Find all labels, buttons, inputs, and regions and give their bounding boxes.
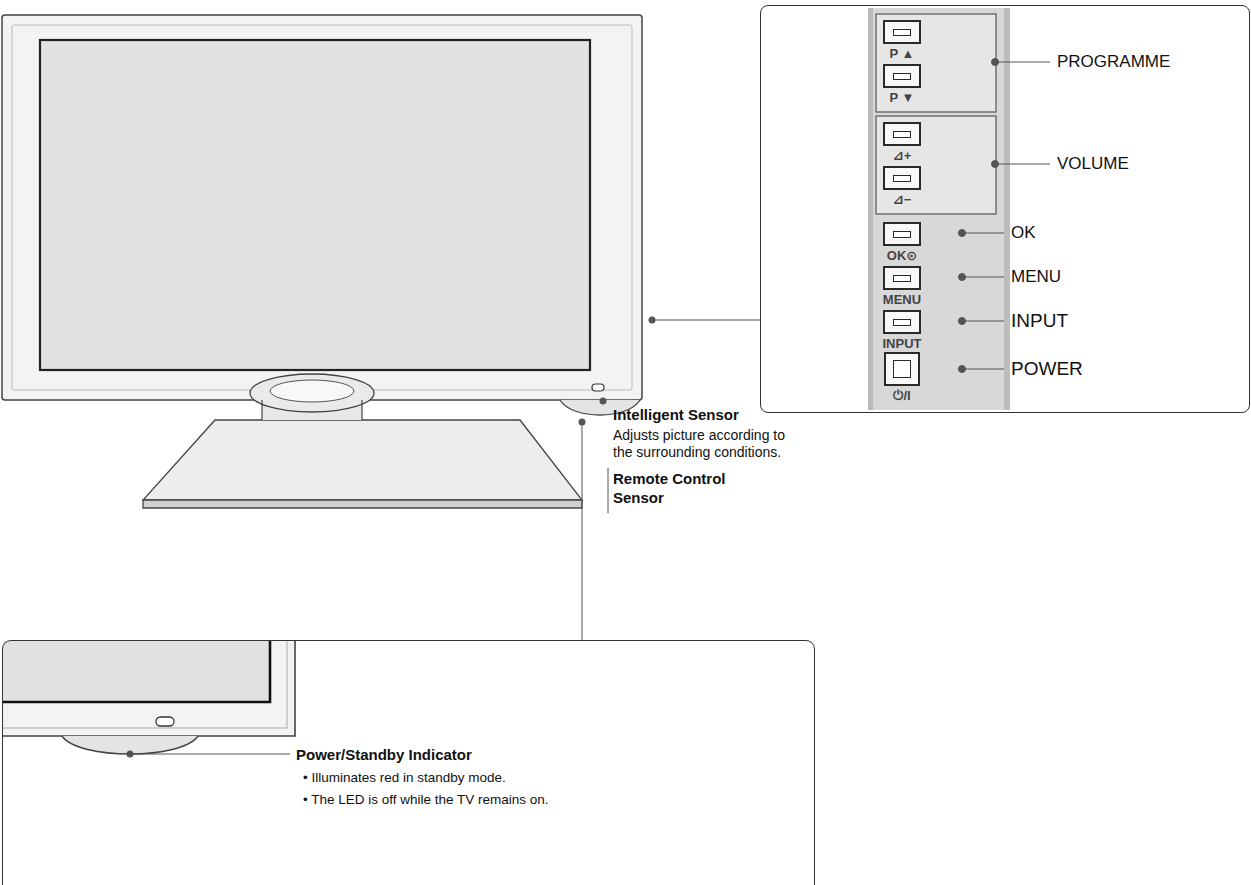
- control-panel: PROGRAMME VOLUME OK MENU INPUT POWER P ▲ P ▼ ⊿+ ⊿…: [760, 5, 1250, 413]
- indicator-heading: Power/Standby Indicator: [296, 746, 472, 763]
- panel-leader-lines: [962, 369, 1004, 370]
- button-face: [883, 310, 921, 334]
- side-control-strip: [1004, 8, 1010, 410]
- sensor-bracket-line: [608, 468, 609, 514]
- sensor-name: Remote Control Sensor: [613, 470, 773, 508]
- side-control-strip: [876, 116, 996, 214]
- push-button: ⏻/I: [872, 352, 932, 403]
- tv-stand-neck: [261, 400, 262, 420]
- tv-screen: [40, 40, 590, 370]
- button-face: [883, 266, 921, 290]
- indicator-callout: Power/Standby Indicator • Illuminates red…: [2, 640, 815, 885]
- button-face: [883, 166, 921, 190]
- tv-bezel: [12, 25, 632, 390]
- button-face: [883, 64, 921, 88]
- button-label: ⏻/I: [893, 389, 910, 403]
- sensor-name: Intelligent Sensor: [613, 406, 813, 425]
- button-face-inset: [893, 29, 911, 36]
- button-face-inset: [893, 175, 911, 182]
- tv-stand-base: [143, 420, 582, 508]
- indicator-note: • Illuminates red in standby mode.: [303, 770, 506, 785]
- push-button: ⊿+: [872, 122, 932, 163]
- leader-lines: [582, 422, 583, 640]
- zoomed-tv-corner: [3, 641, 295, 758]
- function-label: OK: [1011, 223, 1036, 243]
- panel-leader-lines: [962, 233, 1004, 234]
- panel-leader-lines: [962, 321, 1004, 322]
- button-label: MENU: [883, 293, 921, 307]
- function-label: POWER: [1011, 358, 1083, 380]
- tv-stand-neck: [270, 380, 354, 402]
- push-button: OK⊙: [872, 222, 932, 263]
- button-face-inset: [893, 360, 911, 378]
- button-label: ⊿−: [893, 193, 911, 207]
- button-face-inset: [893, 231, 911, 238]
- zoomed-tv-corner: [3, 641, 295, 736]
- sensor-description: Adjusts picture according to the surroun…: [613, 427, 789, 462]
- zoomed-tv-corner: [3, 641, 295, 736]
- tv-stand-neck: [250, 374, 374, 420]
- panel-leader-lines: [995, 62, 1050, 63]
- side-control-strip: [868, 8, 1010, 410]
- button-face: [883, 122, 921, 146]
- panel-leader-lines: [962, 277, 1004, 278]
- side-control-strip: [868, 8, 1010, 410]
- button-face-inset: [893, 275, 911, 282]
- function-label: PROGRAMME: [1057, 52, 1170, 72]
- panel-leader-lines: [995, 164, 1050, 165]
- button-label: P ▼: [890, 91, 915, 105]
- button-face: [883, 222, 921, 246]
- button-face-inset: [893, 131, 911, 138]
- tv-stand-neck: [250, 374, 374, 412]
- button-face-inset: [893, 319, 911, 326]
- button-label: INPUT: [883, 337, 922, 351]
- tv-bezel: [2, 15, 642, 415]
- tv-screen: [40, 40, 590, 370]
- side-control-strip: [876, 14, 996, 112]
- zoomed-tv-corner: [3, 641, 287, 728]
- function-label: VOLUME: [1057, 154, 1129, 174]
- zoomed-tv-corner: [156, 717, 174, 726]
- push-button: MENU: [872, 266, 932, 307]
- push-button: ⊿−: [872, 166, 932, 207]
- tv-stand-base: [143, 420, 582, 500]
- indicator-note: • The LED is off while the TV remains on…: [303, 792, 549, 807]
- zoomed-tv-corner: [3, 641, 270, 702]
- button-label: P ▲: [890, 47, 915, 61]
- sensor-window: [592, 384, 604, 391]
- zoomed-tv-corner: [3, 641, 270, 702]
- tv-stand-base: [143, 500, 582, 508]
- push-button: INPUT: [872, 310, 932, 351]
- zoomed-tv-corner: [130, 754, 290, 755]
- button-face: [883, 20, 921, 44]
- button-label: OK⊙: [887, 249, 917, 263]
- tv-bezel: [2, 15, 642, 400]
- push-button: P ▼: [872, 64, 932, 105]
- function-label: MENU: [1011, 267, 1061, 287]
- tv-stand-neck: [361, 400, 362, 420]
- function-label: INPUT: [1011, 310, 1068, 332]
- leader-lines: [652, 320, 760, 321]
- sensor-window: [600, 398, 607, 405]
- button-label: ⊿+: [893, 149, 911, 163]
- push-button: P ▲: [872, 20, 932, 61]
- side-control-strip: [868, 8, 873, 410]
- sensor-window: [592, 384, 607, 405]
- button-face-inset: [893, 73, 911, 80]
- button-face: [884, 352, 920, 386]
